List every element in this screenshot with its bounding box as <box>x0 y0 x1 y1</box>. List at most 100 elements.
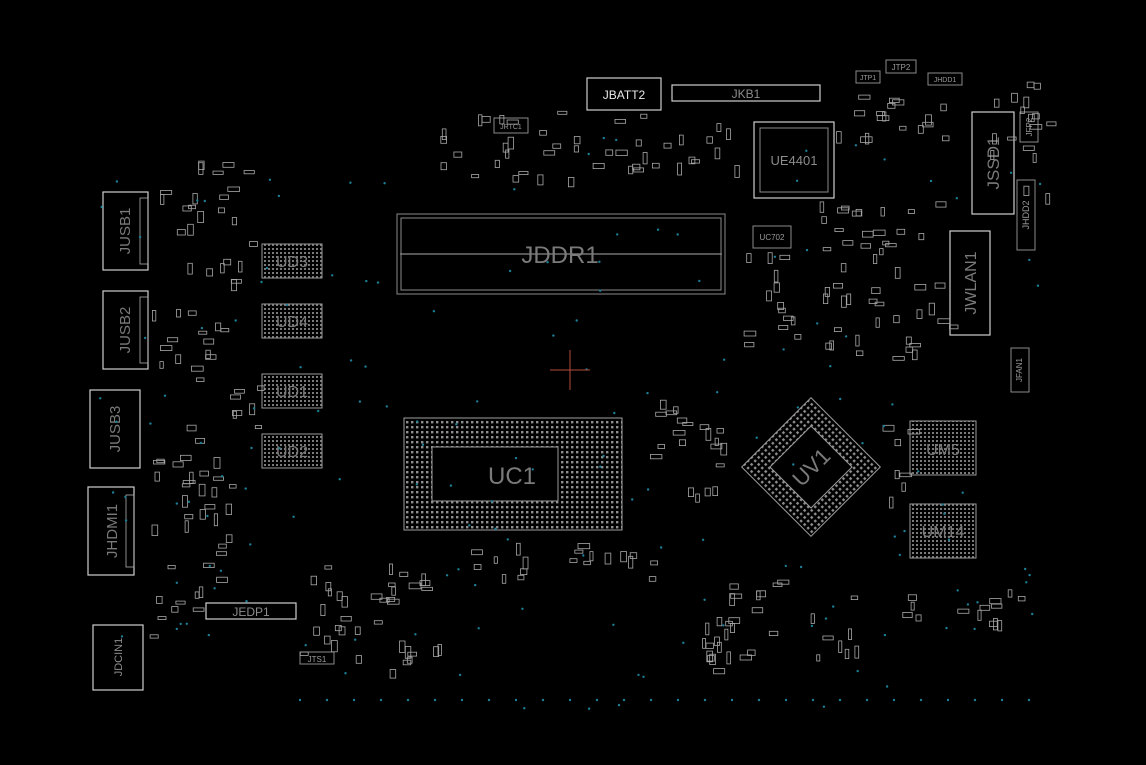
connector-jhdmi1[interactable]: JHDMI1 <box>87 486 135 576</box>
chip-ud4[interactable]: UD4 <box>261 303 323 339</box>
connector-jhdd1[interactable]: JHDD1 <box>927 72 963 86</box>
smd-component <box>865 132 870 145</box>
connector-jdcin1[interactable]: JDCIN1 <box>92 624 144 691</box>
smd-component <box>330 640 338 653</box>
smd-component <box>716 617 723 627</box>
smd-component <box>537 174 544 186</box>
label-jusb2: JUSB2 <box>117 307 134 354</box>
smd-component <box>790 316 796 326</box>
via <box>646 488 650 491</box>
smd-component <box>778 307 786 314</box>
smd-component <box>702 638 706 649</box>
smd-component <box>726 651 731 665</box>
smd-component <box>156 458 165 464</box>
chip-uv1[interactable]: UV1 <box>740 396 882 538</box>
smd-component <box>691 159 700 164</box>
via <box>514 456 518 460</box>
via <box>265 266 269 270</box>
smd-component <box>615 149 628 157</box>
via <box>917 470 920 473</box>
via <box>956 589 959 592</box>
label-jbatt2: JBATT2 <box>603 88 646 102</box>
smd-component <box>471 549 483 556</box>
chip-um14[interactable]: UM14 <box>909 503 977 559</box>
via <box>595 698 599 702</box>
smd-component <box>182 495 188 508</box>
smd-component <box>355 655 362 664</box>
label-jts1: JTS1 <box>308 655 327 664</box>
connector-jusb3[interactable]: JUSB3 <box>89 389 141 469</box>
smd-component <box>156 596 163 604</box>
connector-jtp2[interactable]: JTP2 <box>885 59 917 74</box>
via <box>277 194 281 198</box>
via <box>331 274 334 277</box>
chip-uc1[interactable]: UC1 <box>403 417 623 531</box>
connector-jts1[interactable]: JTS1 <box>299 651 335 665</box>
connector-jtp1[interactable]: JTP1 <box>855 70 881 84</box>
smd-component <box>437 644 442 656</box>
smd-component <box>187 223 194 236</box>
smd-component <box>197 210 204 223</box>
smd-component <box>338 626 346 636</box>
via <box>883 633 887 637</box>
label-jhdmi1: JHDMI1 <box>104 504 121 558</box>
smd-component <box>388 563 393 575</box>
smd-component <box>854 645 860 659</box>
smd-component <box>203 338 215 345</box>
chip-um5[interactable]: UM5 <box>909 420 977 476</box>
chip-uc702[interactable]: UC702 <box>752 225 792 249</box>
chip-ud1[interactable]: UD1 <box>261 373 323 409</box>
connector-jusb1[interactable]: JUSB1 <box>102 191 149 271</box>
connector-jbatt2[interactable]: JBATT2 <box>586 77 662 111</box>
label-jusb3: JUSB3 <box>107 406 124 453</box>
smd-component <box>816 654 821 662</box>
smd-component <box>660 399 667 410</box>
via <box>682 641 685 644</box>
via <box>220 475 224 478</box>
smd-component <box>868 298 878 304</box>
via <box>861 442 864 445</box>
smd-component <box>751 607 764 614</box>
smd-component <box>516 542 521 556</box>
via <box>299 366 302 369</box>
via <box>676 698 680 702</box>
via <box>602 136 605 140</box>
via <box>458 673 462 677</box>
chip-ue4401[interactable]: UE4401 <box>753 121 835 199</box>
smd-component <box>310 575 318 586</box>
smd-component <box>724 628 729 641</box>
via <box>115 180 119 183</box>
connector-jrtc1[interactable]: JRTC1 <box>493 117 529 134</box>
connector-jssd1[interactable]: JSSD1 <box>971 111 1015 215</box>
smd-component <box>977 609 982 621</box>
connector-jwlan1[interactable]: JWLAN1 <box>949 230 991 336</box>
connector-jhdd2[interactable]: JHDD2 <box>1016 179 1036 251</box>
via <box>701 538 705 541</box>
smd-component <box>234 388 245 394</box>
connector-jkb1[interactable]: JKB1 <box>671 84 821 102</box>
via <box>468 524 471 527</box>
connector-jddr1[interactable]: JDDR1 <box>396 213 726 295</box>
smd-component <box>199 470 209 477</box>
connector-jfp2[interactable]: JFP2 <box>1019 111 1039 143</box>
smd-component <box>663 142 672 149</box>
connector-jusb2[interactable]: JUSB2 <box>102 290 149 370</box>
smd-component <box>192 193 198 205</box>
via <box>506 538 509 541</box>
smd-component <box>942 135 950 142</box>
small-components <box>149 81 1057 679</box>
chip-ud3[interactable]: UD3 <box>261 243 323 279</box>
smd-component <box>710 443 723 450</box>
smd-component <box>223 258 232 266</box>
via <box>839 397 842 401</box>
smd-component <box>249 241 258 247</box>
chip-ud2[interactable]: UD2 <box>261 433 323 469</box>
connector-jfan1[interactable]: JFAN1 <box>1010 347 1030 393</box>
smd-component <box>539 129 547 136</box>
smd-component <box>677 162 682 176</box>
via <box>460 698 464 702</box>
smd-component <box>213 513 219 527</box>
smd-component <box>154 471 160 482</box>
connector-jedp1[interactable]: JEDP1 <box>205 602 297 620</box>
label-jedp1: JEDP1 <box>232 605 270 619</box>
